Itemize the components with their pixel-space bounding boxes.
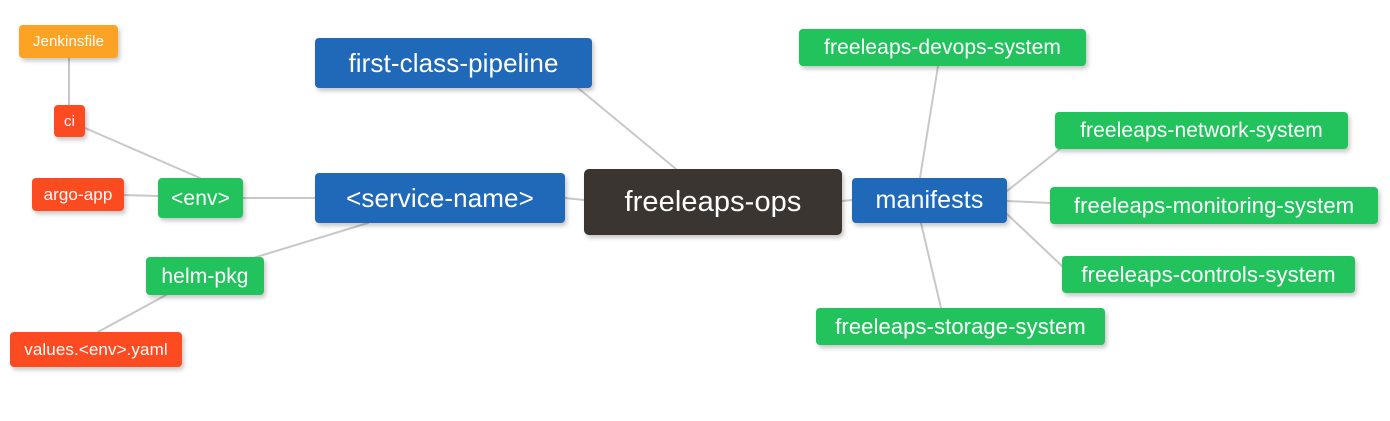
node-label: freeleaps-controls-system <box>1081 261 1336 287</box>
edge-argo-app-to-env <box>123 194 159 197</box>
node-freeleaps-ops[interactable]: freeleaps-ops <box>584 169 842 235</box>
node-label: helm-pkg <box>161 264 249 288</box>
edge-freeleaps-storage-system-to-manifests <box>920 222 942 309</box>
node-env[interactable]: <env> <box>158 178 243 218</box>
edge-freeleaps-network-system-to-manifests <box>1006 148 1061 192</box>
node-label: <env> <box>171 186 230 210</box>
edge-freeleaps-ops-to-manifests <box>841 199 853 202</box>
node-ci[interactable]: ci <box>54 105 85 137</box>
node-label: freeleaps-monitoring-system <box>1073 192 1355 218</box>
edge-helm-pkg-to-values-yaml <box>97 294 167 333</box>
node-freeleaps-monitoring-system[interactable]: freeleaps-monitoring-system <box>1050 187 1378 224</box>
node-values-yaml[interactable]: values.<env>.yaml <box>10 332 182 367</box>
node-label: freeleaps-devops-system <box>824 36 1061 59</box>
edge-freeleaps-devops-system-to-manifests <box>919 65 939 179</box>
node-freeleaps-controls-system[interactable]: freeleaps-controls-system <box>1062 256 1355 293</box>
edge-freeleaps-monitoring-system-to-manifests <box>1006 200 1051 204</box>
node-label: freeleaps-storage-system <box>835 313 1086 339</box>
edge-first-class-pipeline-to-freeleaps-ops <box>577 87 677 170</box>
node-manifests[interactable]: manifests <box>852 178 1007 223</box>
node-jenkinsfile[interactable]: Jenkinsfile <box>19 25 118 58</box>
node-label: Jenkinsfile <box>32 33 105 50</box>
node-first-class-pipeline[interactable]: first-class-pipeline <box>315 38 592 88</box>
node-helm-pkg[interactable]: helm-pkg <box>146 257 264 295</box>
node-label: freeleaps-ops <box>624 185 802 218</box>
node-freeleaps-storage-system[interactable]: freeleaps-storage-system <box>816 308 1105 345</box>
node-argo-app[interactable]: argo-app <box>32 178 124 211</box>
node-label: manifests <box>875 186 984 214</box>
node-service-name[interactable]: <service-name> <box>315 173 565 223</box>
node-label: <service-name> <box>346 183 534 213</box>
edge-ci-to-env <box>84 127 201 179</box>
node-freeleaps-devops-system[interactable]: freeleaps-devops-system <box>799 29 1086 66</box>
node-label: first-class-pipeline <box>348 48 559 78</box>
node-label: freeleaps-network-system <box>1080 119 1323 142</box>
node-label: argo-app <box>43 185 113 204</box>
node-freeleaps-network-system[interactable]: freeleaps-network-system <box>1055 112 1348 149</box>
node-label: ci <box>63 112 76 130</box>
node-label: values.<env>.yaml <box>24 340 168 359</box>
edge-service-name-to-freeleaps-ops <box>564 197 585 201</box>
